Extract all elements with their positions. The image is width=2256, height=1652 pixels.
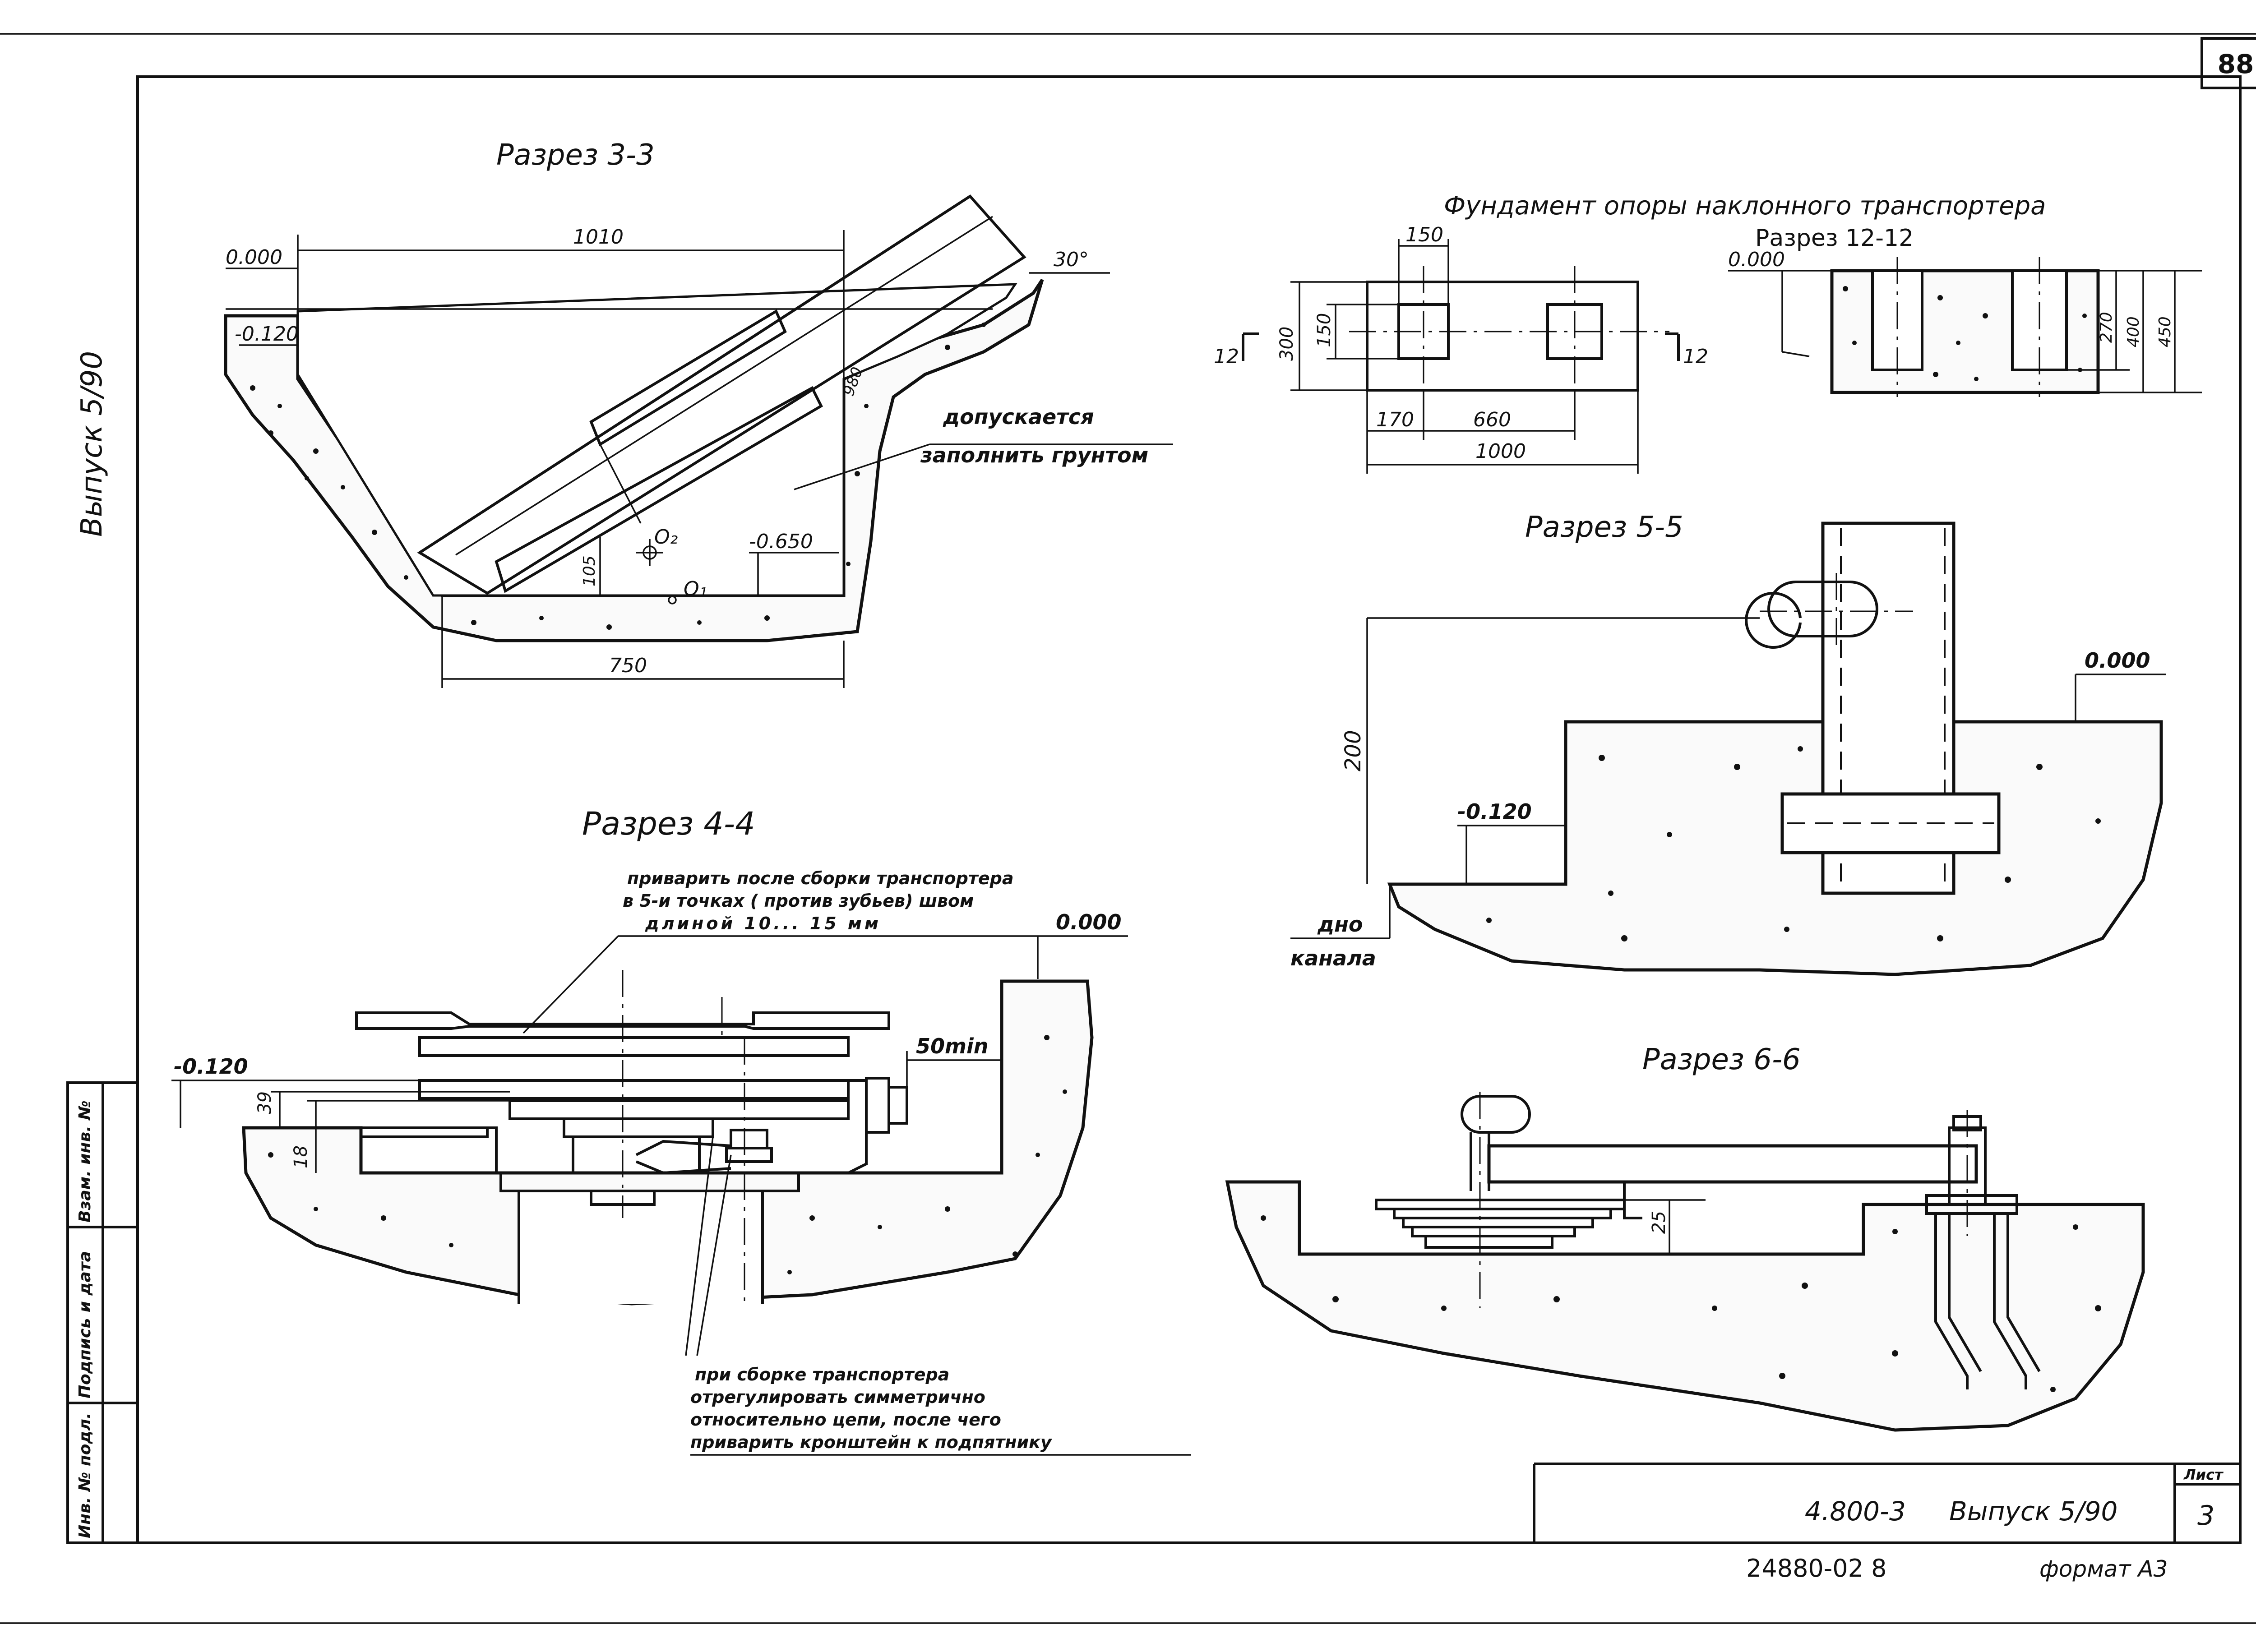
dim-750: 750 <box>609 654 647 677</box>
dim-39: 39 <box>254 1091 275 1114</box>
dim-400: 400 <box>2124 316 2143 347</box>
section-4-4-title: Разрез 4-4 <box>582 805 755 842</box>
section-5-5-title: Разрез 5-5 <box>1525 511 1683 544</box>
aggregate-5-5 <box>1486 746 2101 941</box>
note-4-4-top-2: в 5-и точках ( против зубьев) швом <box>623 891 974 911</box>
drawing-frame <box>136 75 2242 1544</box>
section-3-3-title: Разрез 3-3 <box>496 138 655 172</box>
sheet-number: 3 <box>2197 1500 2214 1532</box>
elev-0120-3-3: -0.120 <box>235 323 299 346</box>
chain-link-5-5 <box>1745 592 1802 649</box>
aggregate-4-4 <box>268 1035 1067 1274</box>
beam-6-6 <box>1487 1144 1978 1184</box>
elev-0120-5-5: -0.120 <box>1457 799 1532 824</box>
elev-0000-12-12: 0.000 <box>1728 248 1785 271</box>
foundation-block: Фундамент опоры наклонного транспортера … <box>1214 191 2202 474</box>
incline-plate-upper <box>589 309 787 447</box>
dim-660: 660 <box>1473 408 1511 431</box>
dim-200: 200 <box>1341 730 1366 771</box>
dim-300: 300 <box>1276 327 1297 361</box>
cut-mark-right: 12 <box>1683 345 1708 368</box>
note-3-3-line2: заполнить грунтом <box>920 443 1148 467</box>
section-5-5: Разрез 5-5 0.000 -0.120 200 дно канала <box>1290 511 2166 976</box>
doc-number: 4.800-3 <box>1805 1496 1906 1527</box>
channel-bottom-label-1: дно <box>1317 912 1363 937</box>
elev-0650: -0.650 <box>749 530 813 553</box>
note-3-3-line1: допускается <box>943 405 1094 429</box>
dim-150-side: 150 <box>1314 313 1335 347</box>
channel-bottom-label-2: канала <box>1290 946 1376 970</box>
issue-number: Выпуск 5/90 <box>1949 1496 2117 1527</box>
aggregate-12-12 <box>1843 286 2087 381</box>
page-number: 88 <box>2218 49 2254 79</box>
point-o1: O₁ <box>684 577 707 600</box>
aggregate-3-3 <box>250 323 986 630</box>
title-block: Лист 3 4.800-3 Выпуск 5/90 24880-02 8 фо… <box>1533 1463 2240 1583</box>
note-4-4-top-3: длиной 10... 15 мм <box>645 914 881 933</box>
incline-plate-lower <box>495 386 823 593</box>
dim-18: 18 <box>291 1145 311 1168</box>
cut-12-12-label: Разрез 12-12 <box>1755 225 1914 252</box>
dim-270: 270 <box>2097 312 2116 343</box>
sidebar-issue-text: Выпуск 5/90 <box>75 351 109 537</box>
top-plate-4-4 <box>355 1011 890 1030</box>
page-number-box <box>2201 37 2256 89</box>
dim-1000: 1000 <box>1475 440 1526 463</box>
ring-plate-3 <box>509 1099 850 1120</box>
dim-170: 170 <box>1376 408 1414 431</box>
foundation-plan <box>1366 281 1639 392</box>
stamp-field-sign: Подпись и дата <box>76 1251 94 1398</box>
note-4-4-bottom-1: при сборке транспортера <box>695 1365 949 1384</box>
drawing-code: 24880-02 8 <box>1746 1554 1887 1583</box>
dim-50min: 50min <box>916 1034 988 1058</box>
sheet-label: Лист <box>2183 1466 2224 1483</box>
base-concrete-4-4 <box>242 979 1094 1306</box>
elev-0000-4-4: 0.000 <box>1056 910 1122 934</box>
left-stamp: Инв. № подл. Подпись и дата Взам. инв. № <box>66 1081 139 1544</box>
dim-105: 105 <box>580 555 599 586</box>
ring-plate-1 <box>418 1036 850 1057</box>
chain-link-6-6 <box>1461 1095 1531 1134</box>
section-6-6-title: Разрез 6-6 <box>1642 1043 1801 1076</box>
point-o2: O₂ <box>654 526 678 549</box>
hub-1 <box>563 1117 714 1138</box>
ring-plate-2 <box>418 1079 850 1100</box>
side-frame-4-4 <box>360 1126 498 1174</box>
dim-1010: 1010 <box>573 226 624 249</box>
aggregate-6-6 <box>1261 1215 2101 1392</box>
bracket-4-4 <box>847 1079 868 1174</box>
note-4-4-bottom-4: приварить кронштейн к подпятнику <box>690 1432 1053 1452</box>
stamp-field-inv: Инв. № подл. <box>76 1412 94 1538</box>
note-4-4-bottom-2: отрегулировать симметрично <box>690 1387 985 1407</box>
angle-30: 30° <box>1054 248 1089 271</box>
elev-0120-4-4: -0.120 <box>174 1054 248 1079</box>
note-4-4-top-1: приварить после сборки транспортера <box>627 868 1013 888</box>
section-3-3: Разрез 3-3 1010 0.000 -0.120 30° 980 105 <box>224 138 1173 688</box>
format-label: формат А3 <box>2039 1556 2168 1582</box>
note-4-4-bottom-3: относительно цепи, после чего <box>690 1410 1001 1430</box>
foundation-title: Фундамент опоры наклонного транспортера <box>1444 191 2046 221</box>
elev-0000-3-3: 0.000 <box>226 246 282 269</box>
cut-mark-left: 12 <box>1214 345 1239 368</box>
base-concrete-6-6 <box>1225 1180 2145 1432</box>
dim-450: 450 <box>2156 316 2174 347</box>
dim-150-top: 150 <box>1405 223 1443 246</box>
base-concrete-5-5 <box>1387 720 2163 976</box>
section-6-6: Разрез 6-6 25 <box>1225 1043 2145 1432</box>
stamp-field-replace: Взам. инв. № <box>76 1100 94 1223</box>
section-4-4: Разрез 4-4 приварить после сборки трансп… <box>171 805 1191 1456</box>
elev-0000-5-5: 0.000 <box>2085 648 2150 673</box>
dim-25: 25 <box>1649 1211 1669 1234</box>
